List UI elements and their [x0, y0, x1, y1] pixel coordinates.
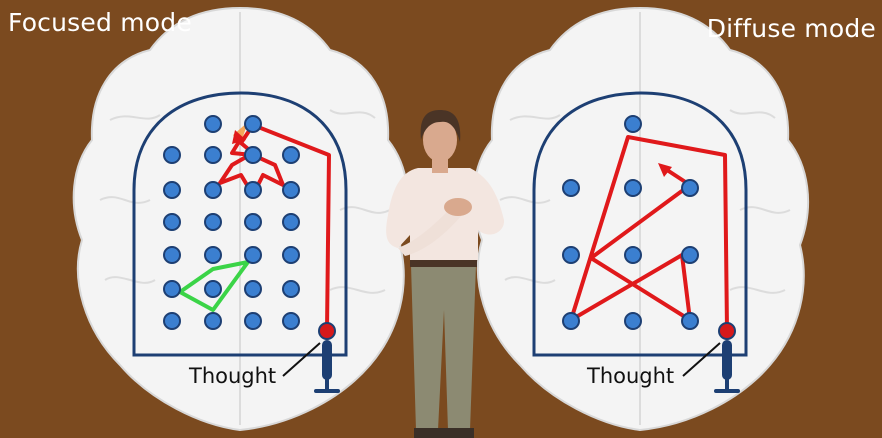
left-thought-dot	[318, 322, 336, 340]
presenter-hair	[420, 110, 461, 142]
presenter-shoes	[414, 428, 474, 438]
presenter-head	[423, 118, 457, 162]
focused-red-arrowhead	[232, 130, 246, 144]
left-grid-dot	[163, 213, 181, 231]
left-grid-dot	[204, 115, 222, 133]
left-grid-dot	[163, 280, 181, 298]
focused-mode-title: Focused mode	[8, 8, 192, 37]
presenter-hands	[444, 198, 472, 216]
thought-label-left: Thought	[189, 364, 277, 388]
right-grid-dot	[624, 312, 642, 330]
right-grid-dot	[562, 179, 580, 197]
left-grid-dot	[244, 312, 262, 330]
right-dot-grid	[562, 115, 699, 330]
right-grid-dot	[562, 312, 580, 330]
left-grid-dot	[204, 312, 222, 330]
left-grid-dot	[282, 181, 300, 199]
right-grid-dot	[624, 179, 642, 197]
left-grid-dot	[204, 280, 222, 298]
left-grid-dot	[282, 246, 300, 264]
right-grid-dot	[624, 246, 642, 264]
right-grid-dot	[624, 115, 642, 133]
right-thought-dot	[718, 322, 736, 340]
left-grid-dot	[282, 213, 300, 231]
left-grid-dot	[282, 280, 300, 298]
left-grid-dot	[163, 246, 181, 264]
diffuse-red-arrowhead	[658, 163, 672, 177]
right-grid-dot	[562, 246, 580, 264]
thought-label-right: Thought	[587, 364, 675, 388]
left-grid-dot	[282, 312, 300, 330]
right-thought-pointer	[682, 342, 721, 377]
left-grid-dot	[244, 280, 262, 298]
presenter-figure	[386, 110, 505, 438]
left-grid-dot	[163, 181, 181, 199]
diffuse-mode-title: Diffuse mode	[706, 14, 876, 43]
left-grid-dot	[204, 181, 222, 199]
left-grid-dot	[244, 146, 262, 164]
left-grid-dot	[244, 213, 262, 231]
right-grid-dot	[681, 179, 699, 197]
diffuse-red-path	[569, 135, 729, 331]
left-grid-dot	[244, 246, 262, 264]
left-grid-dot	[204, 246, 222, 264]
left-thought-pointer	[282, 342, 321, 377]
left-grid-dot	[204, 213, 222, 231]
left-grid-dot	[244, 181, 262, 199]
left-grid-dot	[282, 146, 300, 164]
left-plunger-icon	[314, 340, 340, 393]
left-frame	[132, 91, 348, 357]
left-grid-dot	[204, 146, 222, 164]
left-dot-grid	[163, 115, 300, 330]
left-grid-dot	[163, 146, 181, 164]
presenter-belt	[410, 258, 477, 267]
right-plunger-icon	[714, 340, 740, 393]
right-grid-dot	[681, 246, 699, 264]
left-grid-dot	[244, 115, 262, 133]
presenter-pants	[411, 265, 476, 430]
left-grid-dot	[163, 312, 181, 330]
right-grid-dot	[681, 312, 699, 330]
right-frame	[532, 91, 748, 357]
